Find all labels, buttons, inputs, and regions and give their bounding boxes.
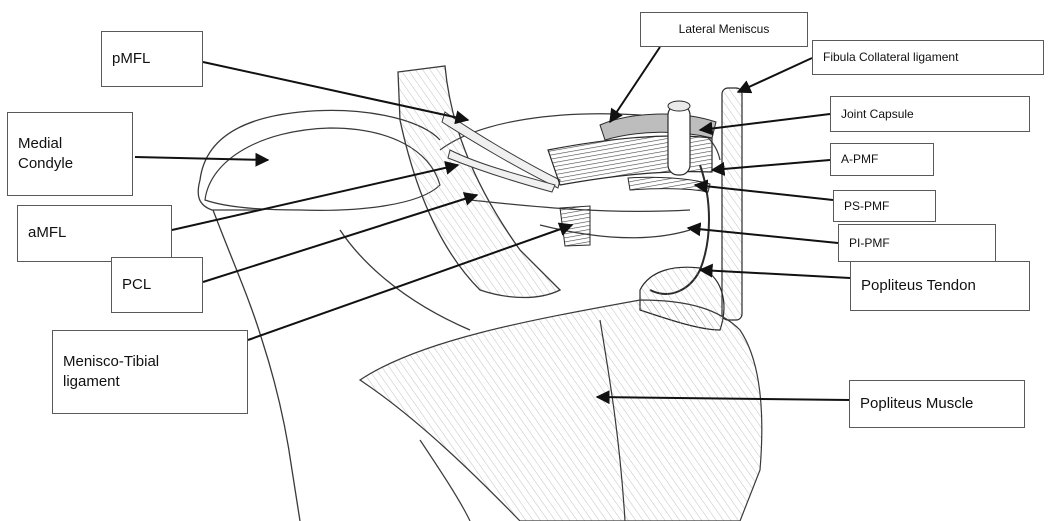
label-ps-pmf: PS-PMF bbox=[833, 190, 936, 222]
label-popliteus-muscle: Popliteus Muscle bbox=[849, 380, 1025, 428]
joint-capsule-tube bbox=[668, 101, 690, 175]
label-menisco-tibial-line1: Menisco-Tibial bbox=[63, 352, 159, 372]
arrow-joint-capsule bbox=[700, 114, 830, 130]
arrow-ps-pmf bbox=[695, 185, 833, 200]
label-pmfl-text: pMFL bbox=[112, 49, 150, 69]
label-amfl-text: aMFL bbox=[28, 223, 66, 243]
label-lateral-meniscus: Lateral Meniscus bbox=[640, 12, 808, 47]
arrow-fcl bbox=[738, 58, 812, 92]
label-pcl-text: PCL bbox=[122, 275, 151, 295]
label-pi-pmf: PI-PMF bbox=[838, 224, 996, 262]
label-fibula-collateral-ligament-text: Fibula Collateral ligament bbox=[823, 49, 958, 65]
label-menisco-tibial-ligament: Menisco-Tibial ligament bbox=[52, 330, 248, 414]
arrow-pi-pmf bbox=[688, 228, 838, 243]
label-a-pmf-text: A-PMF bbox=[841, 151, 878, 167]
label-medial-condyle: Medial Condyle bbox=[7, 112, 133, 196]
label-pi-pmf-text: PI-PMF bbox=[849, 235, 890, 251]
label-amfl: aMFL bbox=[17, 205, 172, 262]
arrow-lateral-meniscus bbox=[610, 47, 660, 122]
label-a-pmf: A-PMF bbox=[830, 143, 934, 176]
popliteus-muscle-shape bbox=[360, 300, 762, 521]
menisco-tibial-band bbox=[560, 206, 590, 246]
label-popliteus-tendon-text: Popliteus Tendon bbox=[861, 276, 976, 296]
label-medial-condyle-line1: Medial bbox=[18, 134, 73, 154]
label-popliteus-muscle-text: Popliteus Muscle bbox=[860, 394, 973, 414]
label-joint-capsule: Joint Capsule bbox=[830, 96, 1030, 132]
label-ps-pmf-text: PS-PMF bbox=[844, 198, 889, 214]
label-lateral-meniscus-text: Lateral Meniscus bbox=[679, 21, 770, 37]
label-popliteus-tendon: Popliteus Tendon bbox=[850, 261, 1030, 311]
label-joint-capsule-text: Joint Capsule bbox=[841, 106, 914, 122]
label-pcl: PCL bbox=[111, 257, 203, 313]
fibula-collateral-ligament bbox=[722, 88, 742, 320]
label-medial-condyle-line2: Condyle bbox=[18, 154, 73, 174]
label-fibula-collateral-ligament: Fibula Collateral ligament bbox=[812, 40, 1044, 75]
label-pmfl: pMFL bbox=[101, 31, 203, 87]
label-menisco-tibial-line2: ligament bbox=[63, 372, 159, 392]
